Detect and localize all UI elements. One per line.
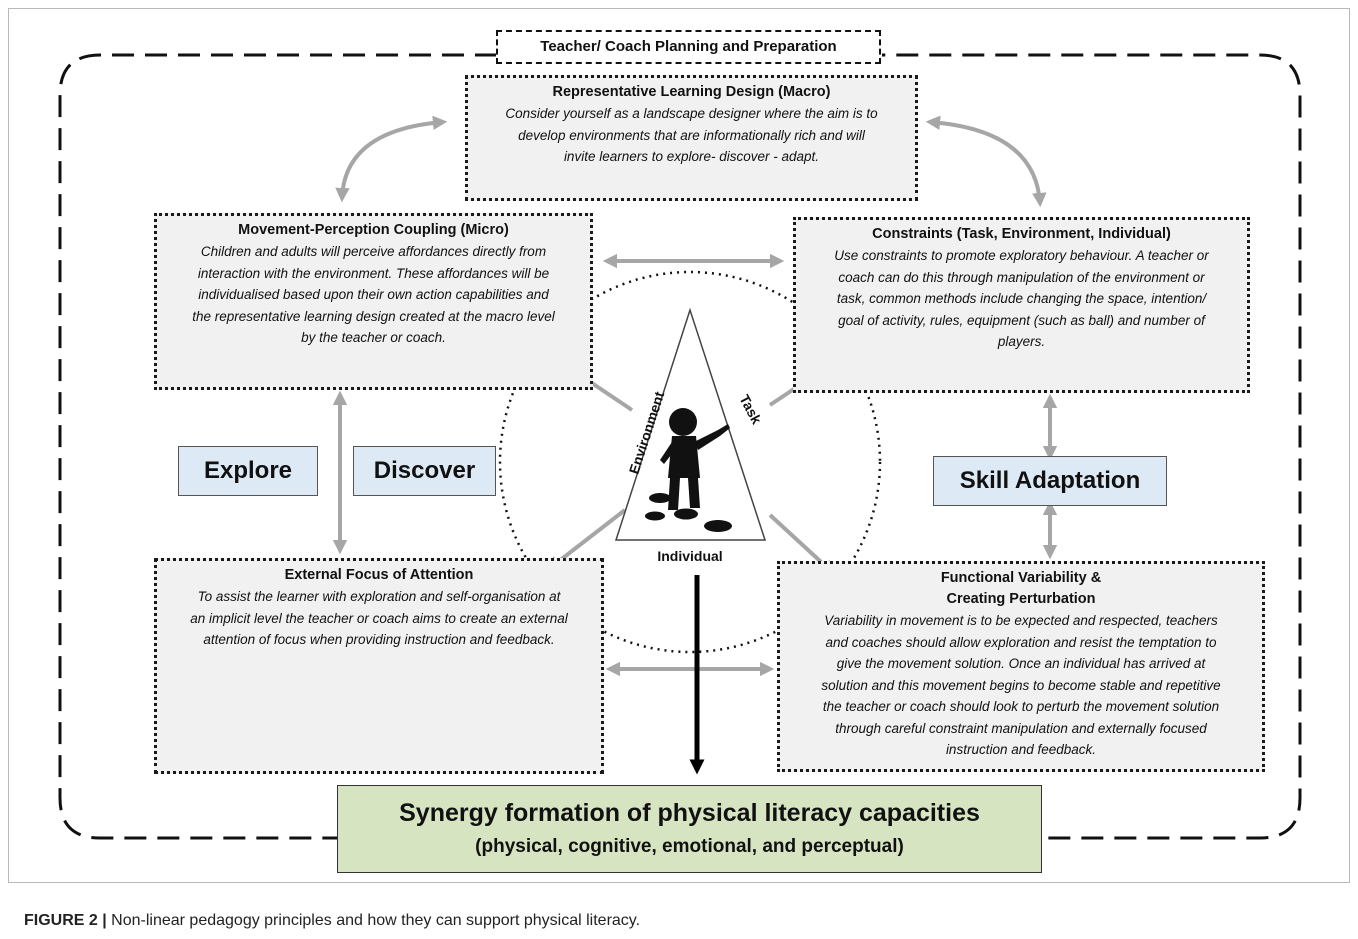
box-body-line: coach can do this through manipulation o… xyxy=(838,269,1205,285)
external-focus-box: External Focus of Attention To assist th… xyxy=(154,558,604,774)
box-body-line: an implicit level the teacher or coach a… xyxy=(190,610,568,626)
caption-text: Non-linear pedagogy principles and how t… xyxy=(106,912,641,929)
box-body-line: Consider yourself as a landscape designe… xyxy=(505,106,878,121)
explore-label: Explore xyxy=(178,446,318,496)
triangle-label-individual: Individual xyxy=(657,548,722,564)
box-body-line: attention of focus when providing instru… xyxy=(203,632,555,647)
box-title: Movement-Perception Coupling (Micro) xyxy=(238,222,509,238)
box-body-line: and coaches should allow exploration and… xyxy=(825,634,1217,650)
box-body-line: task, common methods include changing th… xyxy=(836,291,1207,306)
functional-variability-box: Functional Variability & Creating Pertur… xyxy=(777,561,1265,772)
box-title: Functional Variability & xyxy=(940,570,1102,586)
representative-learning-design-box: Representative Learning Design (Macro) C… xyxy=(465,75,918,201)
triangle-label-task: Task xyxy=(736,392,765,427)
box-body-line: goal of activity, rules, equipment (such… xyxy=(838,312,1205,328)
discover-label: Discover xyxy=(353,446,496,496)
box-body-line: the teacher or coach should look to pert… xyxy=(822,699,1220,714)
arrow-representative-to-movement xyxy=(335,115,448,203)
figure-caption: FIGURE 2 | Non-linear pedagogy principle… xyxy=(24,912,640,930)
box-body-line: the representative learning design creat… xyxy=(192,308,555,324)
box-body-line: Use constraints to promote exploratory b… xyxy=(834,248,1209,263)
box-title: Constraints (Task, Environment, Individu… xyxy=(872,226,1171,242)
child-silhouette-icon xyxy=(645,408,732,532)
box-body-line: players. xyxy=(997,334,1046,349)
planning-header: Teacher/ Coach Planning and Preparation xyxy=(496,30,881,64)
constraints-box: Constraints (Task, Environment, Individu… xyxy=(793,217,1250,393)
box-body-line: by the teacher or coach. xyxy=(301,330,446,345)
box-body-line: invite learners to explore- discover - a… xyxy=(563,149,820,164)
caption-label: FIGURE 2 | xyxy=(24,912,107,929)
box-body-line: give the movement solution. Once an indi… xyxy=(836,656,1206,671)
box-body-line: solution and this movement begins to bec… xyxy=(821,677,1221,693)
box-body-line: Variability in movement is to be expecte… xyxy=(824,613,1218,628)
box-body-line: To assist the learner with exploration a… xyxy=(197,589,561,604)
box-title: Creating Perturbation xyxy=(946,591,1096,607)
box-title: Representative Learning Design (Macro) xyxy=(552,84,831,100)
synergy-box: Synergy formation of physical literacy c… xyxy=(337,785,1042,873)
box-body-line: instruction and feedback. xyxy=(945,742,1097,757)
box-body-line: interaction with the environment. These … xyxy=(197,265,550,281)
box-title: External Focus of Attention xyxy=(284,567,474,583)
movement-perception-coupling-box: Movement-Perception Coupling (Micro) Chi… xyxy=(154,213,593,390)
dotted-center-circle xyxy=(498,270,882,654)
arrow-representative-to-constraints xyxy=(925,115,1047,208)
synergy-title: Synergy formation of physical literacy c… xyxy=(399,799,980,827)
box-body-line: Children and adults will perceive afford… xyxy=(200,244,547,259)
box-body-line: through careful constraint manipulation … xyxy=(835,720,1207,736)
planning-dashed-border xyxy=(58,53,1302,840)
synergy-subtitle: (physical, cognitive, emotional, and per… xyxy=(475,836,904,857)
box-body-line: develop environments that are informatio… xyxy=(518,127,865,143)
box-body-line: individualised based upon their own acti… xyxy=(198,287,549,302)
skill-adaptation-label: Skill Adaptation xyxy=(933,456,1167,506)
figure-frame xyxy=(8,8,1350,883)
